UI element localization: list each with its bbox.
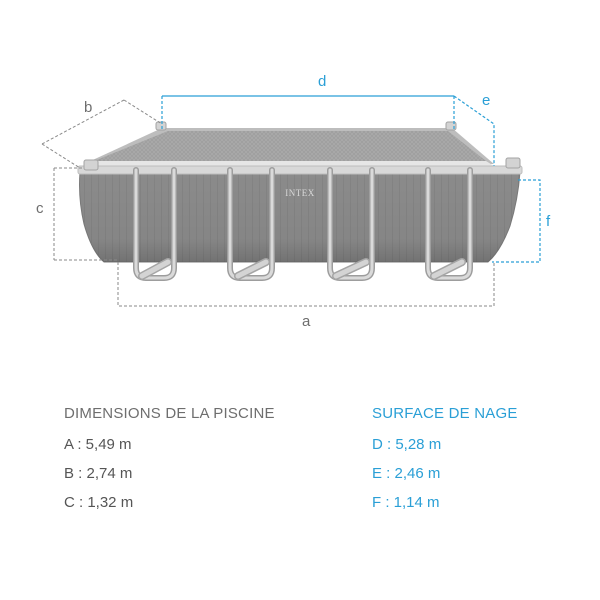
label-f: f <box>546 213 551 230</box>
dimension-line-f <box>492 179 541 263</box>
leg-frame <box>227 167 275 281</box>
leg-frame <box>327 167 375 281</box>
leg-frames <box>133 167 473 281</box>
label-c: c <box>36 200 44 217</box>
dimension-f-value: F : 1,14 m <box>372 494 440 511</box>
dimension-b-value: B : 2,74 m <box>64 465 133 482</box>
swim-surface-dimension-lines <box>161 95 541 263</box>
leg-frame <box>425 167 473 281</box>
label-e: e <box>482 92 490 109</box>
leg-frame <box>133 167 177 281</box>
dimension-c-value: C : 1,32 m <box>64 494 134 511</box>
label-b: b <box>84 99 92 116</box>
outer-dimension-lines <box>41 99 495 307</box>
dimension-line-b <box>41 99 163 169</box>
pool-wall: INTEX <box>77 165 523 263</box>
dimension-line-c <box>53 167 118 261</box>
dimension-e-value: E : 2,46 m <box>372 465 441 482</box>
swim-surface-title: SURFACE DE NAGE <box>372 405 518 422</box>
label-d: d <box>318 73 326 90</box>
brand-label: INTEX <box>285 188 315 198</box>
label-a: a <box>302 313 311 330</box>
pool-dimensions-title: DIMENSIONS DE LA PISCINE <box>64 405 275 422</box>
pool-top-surface <box>84 128 494 166</box>
dimension-line-a <box>117 262 495 307</box>
dimension-d-value: D : 5,28 m <box>372 436 442 453</box>
pool-diagram: INTEX <box>36 73 551 330</box>
dimension-a-value: A : 5,49 m <box>64 436 132 453</box>
dimension-line-e <box>453 95 495 166</box>
